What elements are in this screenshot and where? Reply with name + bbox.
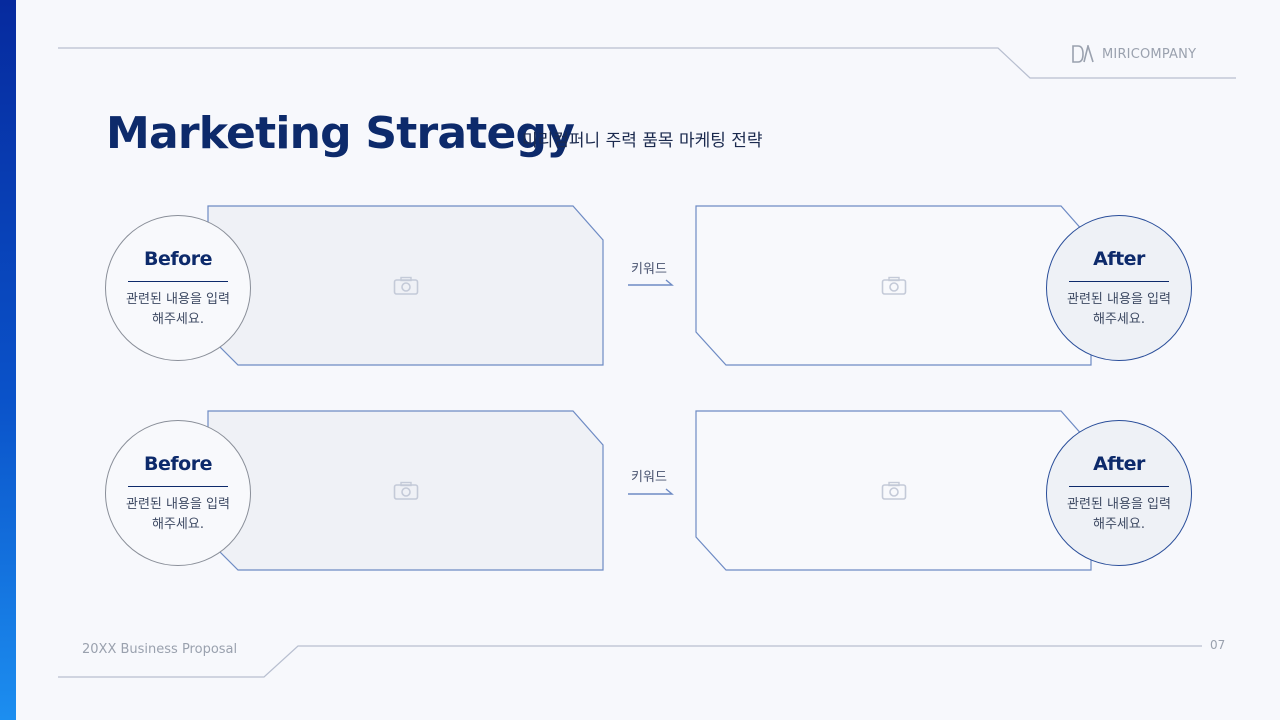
after-label: After <box>1093 248 1145 270</box>
keyword-label: 키워드 <box>631 262 667 277</box>
divider <box>1069 281 1169 282</box>
after-image-panel <box>695 410 1092 571</box>
divider <box>1069 486 1169 487</box>
divider <box>128 486 228 487</box>
before-circle: Before 관련된 내용을 입력 해주세요. <box>105 215 251 361</box>
after-circle: After 관련된 내용을 입력 해주세요. <box>1046 420 1192 566</box>
camera-icon <box>881 276 907 295</box>
page-number: 07 <box>1210 638 1226 652</box>
divider <box>128 281 228 282</box>
keyword-label: 키워드 <box>631 470 667 485</box>
after-description: 관련된 내용을 입력 해주세요. <box>1067 497 1171 532</box>
camera-icon <box>393 276 419 295</box>
after-image-panel <box>695 205 1092 366</box>
page-title: Marketing Strategy <box>106 108 575 159</box>
arrow-right-icon <box>628 488 674 495</box>
before-label: Before <box>144 248 212 270</box>
page-subtitle: 미리컴퍼니 주력 품목 마케팅 전략 <box>522 131 763 151</box>
camera-icon <box>881 481 907 500</box>
after-circle: After 관련된 내용을 입력 해주세요. <box>1046 215 1192 361</box>
arrow-right-icon <box>628 279 674 286</box>
after-label: After <box>1093 453 1145 475</box>
before-circle: Before 관련된 내용을 입력 해주세요. <box>105 420 251 566</box>
before-description: 관련된 내용을 입력 해주세요. <box>126 497 230 532</box>
camera-icon <box>393 481 419 500</box>
footer-title: 20XX Business Proposal <box>82 642 238 657</box>
brand-name: MIRICOMPANY <box>1102 46 1197 62</box>
before-description: 관련된 내용을 입력 해주세요. <box>126 292 230 327</box>
before-label: Before <box>144 453 212 475</box>
sidebar-accent-bar <box>0 0 16 720</box>
mirico-logo-icon <box>1072 45 1094 63</box>
brand-logo: MIRICOMPANY <box>1072 44 1196 64</box>
after-description: 관련된 내용을 입력 해주세요. <box>1067 292 1171 327</box>
